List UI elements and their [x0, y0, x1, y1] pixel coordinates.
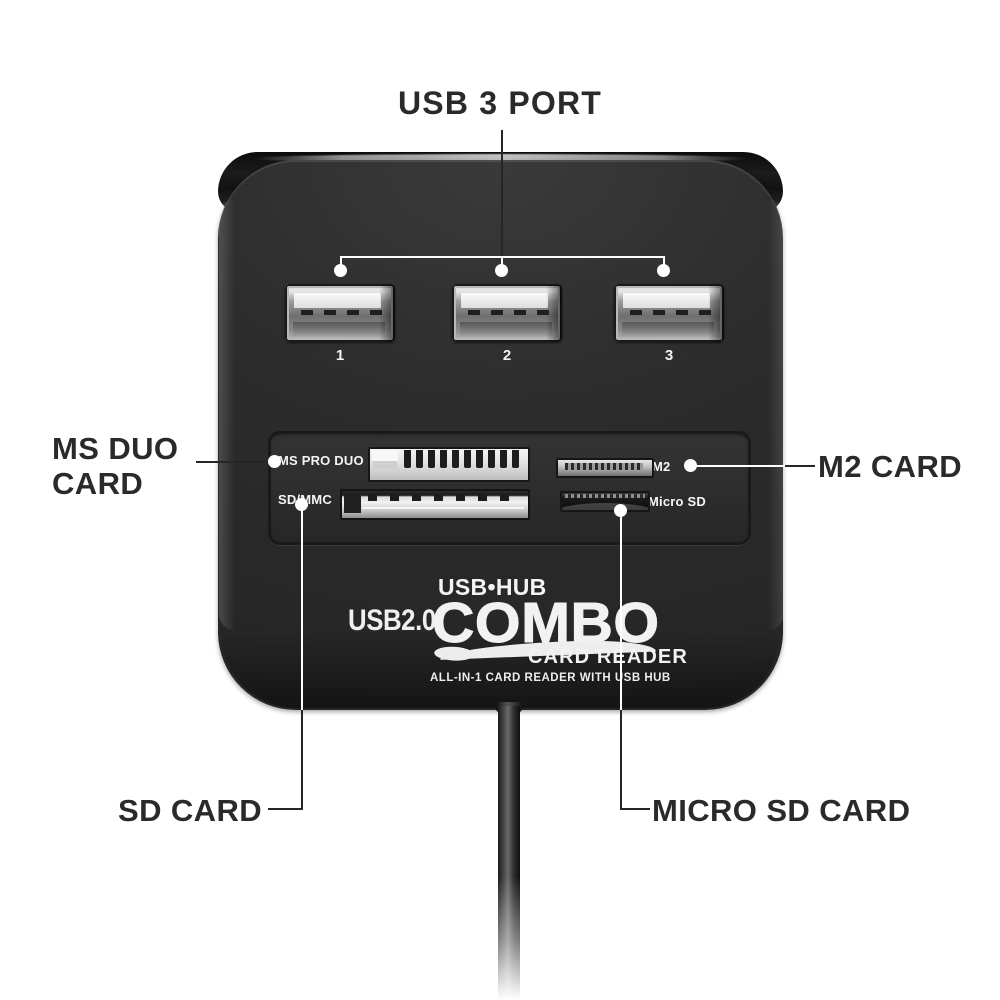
usb3-leader-dot-3 [657, 264, 670, 277]
device-bottom-shading [222, 630, 779, 708]
usb-port-3-number: 3 [664, 347, 674, 364]
micro-sd-leader-line-inner [620, 510, 622, 710]
sd-slot-notch [344, 493, 361, 513]
callout-sd-card: SD CARD [118, 793, 263, 828]
usb-port-2-contact-bar [461, 293, 548, 308]
slot-label-ms-pro-duo: MS PRO DUO [278, 453, 364, 468]
micro-sd-slot-highlight [562, 503, 648, 510]
callout-micro-sd-card: MICRO SD CARD [652, 793, 911, 828]
sd-leader-line-horizontal [268, 808, 303, 810]
brand-card-reader-text: CARD READER [528, 646, 688, 668]
ms-pro-duo-slot-lip [372, 450, 398, 461]
usb-port-1-pins [301, 310, 382, 315]
slot-label-m2: M2 [652, 459, 671, 474]
ms-duo-leader-dot [268, 455, 281, 468]
micro-sd-card-slot [560, 491, 650, 512]
usb-port-3 [614, 284, 724, 342]
usb3-leader-stem [501, 130, 503, 258]
m2-leader-line-outer [783, 465, 815, 467]
usb-cable [498, 706, 520, 1000]
usb-port-2-pins [468, 310, 549, 315]
usb-port-1-edge-shadow [379, 284, 395, 342]
usb-port-1 [285, 284, 395, 342]
usb3-leader-drop-3 [663, 256, 665, 270]
sd-mmc-card-slot [340, 489, 530, 520]
micro-sd-leader-line-outer [620, 710, 622, 810]
usb-port-2-edge-shadow [546, 284, 562, 342]
device-right-edge-highlight [768, 200, 784, 630]
usb-port-3-edge-shadow [708, 284, 724, 342]
ms-pro-duo-slot-teeth [404, 450, 519, 468]
m2-leader-dot [684, 459, 697, 472]
micro-sd-leader-dot [614, 504, 627, 517]
usb-port-1-number: 1 [335, 347, 345, 364]
usb-port-1-contact-bar [294, 293, 381, 308]
micro-sd-leader-line-horizontal [620, 808, 650, 810]
brand-usb-version: USB2.0 [348, 604, 436, 637]
sd-slot-pins [368, 494, 509, 501]
callout-m2-card: M2 CARD [818, 449, 963, 484]
usb-port-1-lower-shell [293, 322, 385, 336]
usb-port-2-lower-shell [460, 322, 552, 336]
brand-usb-hub-text: USB•HUB [438, 574, 547, 600]
usb3-leader-drop-1 [340, 256, 342, 270]
product-branding-logo: USB2.0 USB•HUB COMBO CARD READER ALL-IN-… [340, 572, 690, 684]
usb-port-3-pins [630, 310, 711, 315]
m2-leader-line-inner [690, 465, 785, 467]
m2-slot-contacts [565, 463, 643, 470]
usb-port-3-lower-shell [622, 322, 714, 336]
m2-card-slot [556, 458, 654, 478]
usb3-leader-dot-2 [495, 264, 508, 277]
callout-ms-duo-card: MS DUO CARD [52, 431, 179, 501]
usb-port-3-contact-bar [623, 293, 710, 308]
sd-leader-line-outer [301, 710, 303, 810]
usb-port-2-number: 2 [502, 347, 512, 364]
device-left-edge-highlight [219, 200, 235, 630]
callout-usb3-port: USB 3 PORT [397, 85, 603, 121]
brand-tagline: ALL-IN-1 CARD READER WITH USB HUB [430, 672, 671, 684]
usb3-leader-drop-2 [501, 256, 503, 270]
usb-port-2 [452, 284, 562, 342]
usb3-leader-dot-1 [334, 264, 347, 277]
sd-leader-line-inner [301, 504, 303, 710]
sd-leader-dot [295, 498, 308, 511]
ms-duo-leader-line-outer [196, 461, 274, 463]
slot-label-micro-sd: Micro SD [648, 494, 706, 509]
micro-sd-slot-contacts [565, 494, 645, 498]
ms-pro-duo-card-slot [368, 447, 530, 482]
sd-slot-divider [362, 507, 524, 509]
